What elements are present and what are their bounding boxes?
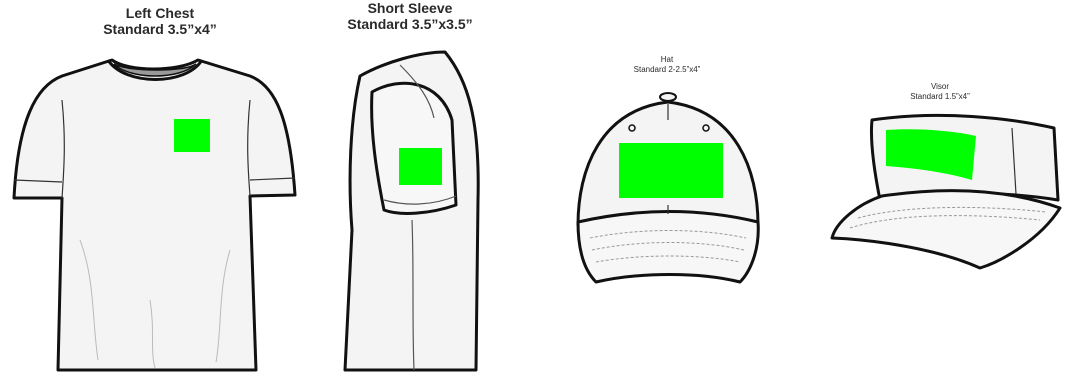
visor-brim	[832, 191, 1060, 268]
